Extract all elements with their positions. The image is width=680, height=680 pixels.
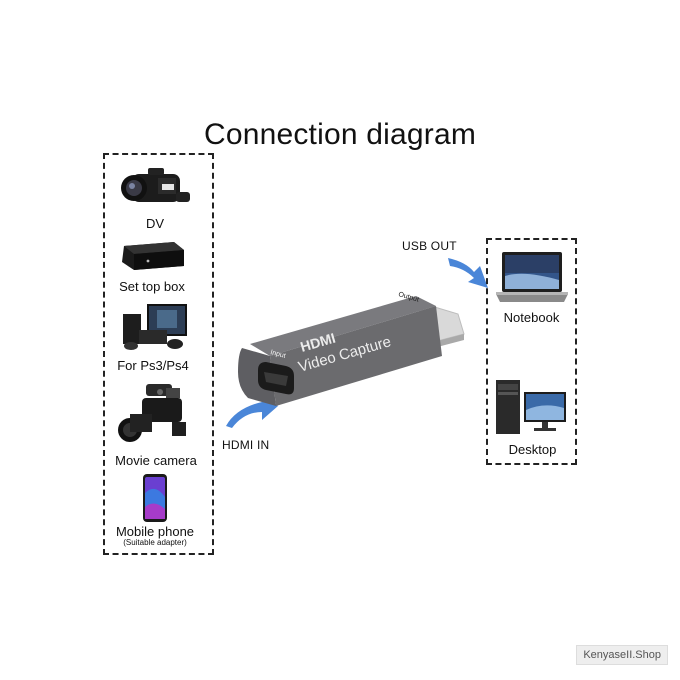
video-capture-device: HDMI Video Capture Input Output — [238, 291, 465, 406]
device-input-port-text: Input — [269, 349, 286, 360]
source-label-set-top-box: Set top box — [119, 279, 185, 294]
usb-out-label: USB OUT — [402, 239, 457, 253]
source-label-ps3-ps4: For Ps3/Ps4 — [117, 358, 189, 373]
camcorder-icon — [121, 168, 190, 202]
source-label-mobile-phone: Mobile phone — [115, 524, 195, 539]
source-label-dv: DV — [145, 216, 165, 231]
movie-camera-icon — [118, 384, 186, 442]
source-label-movie-camera: Movie camera — [115, 453, 197, 468]
usb-out-arrow-icon — [448, 258, 488, 288]
destination-label-notebook: Notebook — [503, 310, 560, 325]
desktop-computer-icon — [496, 380, 566, 434]
game-console-icon — [123, 304, 187, 350]
watermark: KenyaseII.Shop — [576, 645, 668, 665]
diagram-title: Connection diagram — [203, 118, 477, 151]
source-devices-box — [103, 153, 214, 555]
source-sublabel-adapter: (Suitable adapter) — [123, 538, 187, 547]
destination-label-desktop: Desktop — [508, 442, 557, 457]
smartphone-icon — [143, 474, 167, 522]
laptop-icon — [496, 252, 568, 302]
destination-devices-box — [486, 238, 577, 465]
hdmi-in-label: HDMI IN — [222, 438, 270, 452]
set-top-box-icon — [122, 242, 184, 270]
